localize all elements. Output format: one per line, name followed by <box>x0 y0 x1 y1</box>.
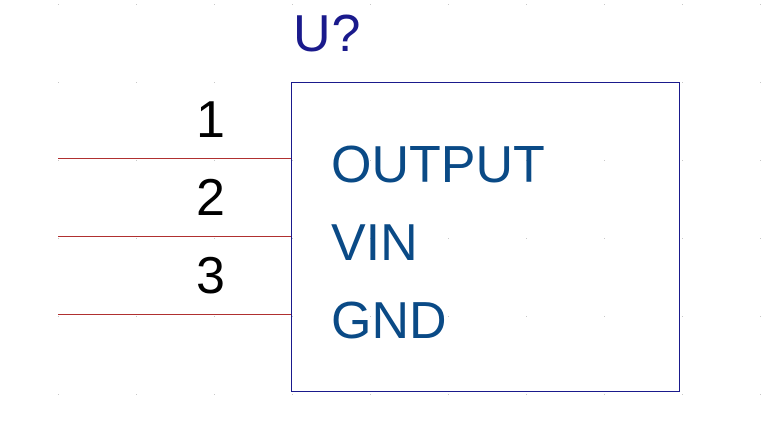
grid-dot <box>760 82 761 83</box>
grid-dot <box>292 160 293 161</box>
pin-3-line[interactable] <box>58 314 291 315</box>
grid-dot <box>58 4 59 5</box>
pin-1-number: 1 <box>196 91 225 149</box>
grid-dot <box>682 238 683 239</box>
grid-dot <box>58 160 59 161</box>
grid-dot <box>682 4 683 5</box>
reference-designator[interactable]: U? <box>293 5 362 63</box>
grid-dot <box>58 238 59 239</box>
pin-3-number: 3 <box>196 247 225 305</box>
grid-dot <box>760 394 761 395</box>
pin-1-line[interactable] <box>58 158 291 159</box>
grid-dot <box>604 4 605 5</box>
pin-2-name: VIN <box>331 214 418 272</box>
component-body[interactable] <box>291 82 680 392</box>
pin-2-line[interactable] <box>58 236 291 237</box>
grid-dot <box>214 4 215 5</box>
grid-dot <box>214 394 215 395</box>
grid-dot <box>136 4 137 5</box>
grid-dot <box>448 238 449 239</box>
grid-dot <box>682 316 683 317</box>
grid-dot <box>760 316 761 317</box>
grid-dot <box>58 316 59 317</box>
grid-dot <box>448 4 449 5</box>
grid-dot <box>604 160 605 161</box>
grid-dot <box>370 316 371 317</box>
grid-dot <box>58 82 59 83</box>
grid-dot <box>370 160 371 161</box>
grid-dot <box>526 394 527 395</box>
grid-dot <box>136 394 137 395</box>
grid-dot <box>604 394 605 395</box>
grid-dot <box>136 316 137 317</box>
grid-dot <box>214 82 215 83</box>
grid-dot <box>760 238 761 239</box>
grid-dot <box>682 394 683 395</box>
grid-dot <box>214 238 215 239</box>
grid-dot <box>136 160 137 161</box>
grid-dot <box>292 394 293 395</box>
grid-dot <box>526 316 527 317</box>
grid-dot <box>526 160 527 161</box>
grid-dot <box>448 394 449 395</box>
grid-dot <box>760 4 761 5</box>
grid-dot <box>682 160 683 161</box>
grid-dot <box>214 316 215 317</box>
grid-dot <box>292 316 293 317</box>
grid-dot <box>448 316 449 317</box>
grid-dot <box>526 238 527 239</box>
grid-dot <box>292 238 293 239</box>
grid-dot <box>526 4 527 5</box>
pin-1-name: OUTPUT <box>331 136 545 194</box>
grid-dot <box>760 160 761 161</box>
grid-dot <box>370 394 371 395</box>
grid-dot <box>58 394 59 395</box>
grid-dot <box>448 160 449 161</box>
grid-dot <box>136 82 137 83</box>
grid-dot <box>214 160 215 161</box>
pin-2-number: 2 <box>196 169 225 227</box>
grid-dot <box>370 4 371 5</box>
grid-dot <box>682 82 683 83</box>
grid-dot <box>370 238 371 239</box>
grid-dot <box>136 238 137 239</box>
grid-dot <box>292 4 293 5</box>
grid-dot <box>604 316 605 317</box>
grid-dot <box>604 238 605 239</box>
pin-3-name: GND <box>331 292 447 350</box>
